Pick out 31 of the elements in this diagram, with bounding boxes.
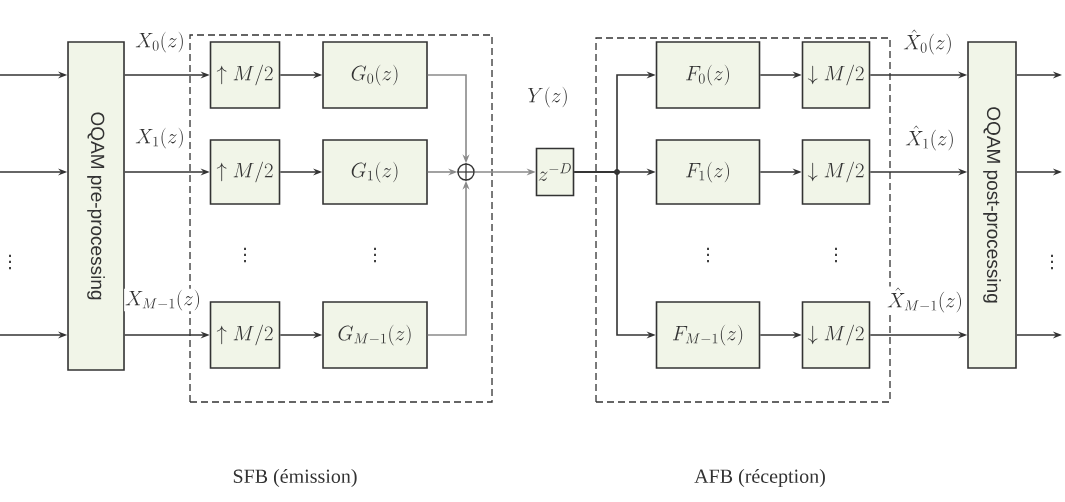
edge-label: $\hat{X}_{M-1}(z)$ — [886, 286, 964, 314]
processing-box: OQAM pre-processing — [67, 41, 125, 371]
block-box: $z^{-D}$ — [535, 147, 575, 197]
block-box: $G_{1}(z)$ — [322, 139, 428, 205]
edge-label: $X_{0}(z)$ — [134, 30, 186, 54]
block-box: $\uparrow M/2$ — [209, 301, 281, 369]
group-caption: AFB (réception) — [694, 468, 825, 488]
block-box: $F_{1}(z)$ — [655, 139, 761, 205]
block-box: $\uparrow M/2$ — [209, 41, 281, 109]
edge-label: $\hat{X}_{1}(z)$ — [904, 124, 956, 152]
block-box: $G_{0}(z)$ — [322, 41, 428, 109]
ellipsis-dots: ⋮ — [244, 247, 246, 263]
ellipsis-dots: ⋮ — [835, 247, 837, 263]
block-box: $F_{0}(z)$ — [655, 41, 761, 109]
processing-box: OQAM post-processing — [967, 41, 1017, 369]
group-caption: SFB (émission) — [233, 468, 357, 488]
ellipsis-dots: ⋮ — [1051, 254, 1053, 270]
edge-label: $\hat{X}_{0}(z)$ — [902, 28, 954, 56]
edge-label: $X_{M-1}(z)$ — [124, 288, 202, 312]
ellipsis-dots: ⋮ — [707, 247, 709, 263]
block-box: $\uparrow M/2$ — [209, 139, 281, 205]
edge-label: $X_{1}(z)$ — [134, 126, 186, 150]
block-box: $\downarrow M/2$ — [801, 301, 871, 369]
block-box: $F_{M-1}(z)$ — [655, 301, 761, 369]
summing-junction — [456, 162, 476, 182]
block-box: $\downarrow M/2$ — [801, 41, 871, 109]
ellipsis-dots: ⋮ — [374, 247, 376, 263]
block-box: $\downarrow M/2$ — [801, 139, 871, 205]
block-box: $G_{M-1}(z)$ — [322, 301, 428, 369]
ellipsis-dots: ⋮ — [9, 254, 11, 270]
signal-label: $Y(z)$ — [528, 86, 567, 108]
